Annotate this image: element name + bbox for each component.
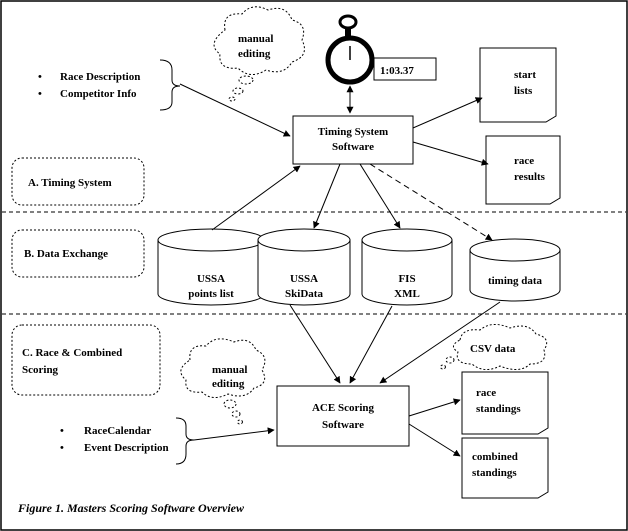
scoring-input-race-calendar: RaceCalendar [84,425,151,437]
db-ussa-skidata-line1: USSA [290,273,318,285]
db-ussa-points-list: USSA points list [157,228,265,306]
db-fis-xml: FIS XML [361,228,453,306]
section-a-label: A. Timing System [28,177,112,189]
scoring-software-line1: ACE Scoring [312,402,375,414]
svg-text:•: • [38,88,42,100]
db-ussa-skidata: USSA SkiData [257,228,351,306]
stopwatch-time: 1:03.37 [380,65,414,77]
doc-race-results-line2: results [514,171,546,183]
arrow-points-to-timing [211,165,301,231]
timing-input-race-description: Race Description [60,71,140,83]
scoring-inputs-brace [175,417,195,465]
doc-start-lists-line2: lists [514,85,533,97]
doc-race-standings: race standings [461,371,549,435]
manual-editing-cloud-top: manual editing [213,6,305,102]
section-c-label-line1: C. Race & Combined [22,347,122,359]
manual-editing-bottom-line2: editing [212,378,245,390]
arrows [179,83,501,457]
timing-software-line2: Software [332,141,374,153]
scoring-software-box: ACE Scoring Software [276,385,410,447]
scoring-software-line2: Software [322,419,364,431]
db-timing-data-label: timing data [488,275,543,287]
csv-data-cloud: CSV data [440,324,548,370]
arrow-inputs-to-scoring [193,427,275,441]
doc-race-standings-line2: standings [476,403,521,415]
db-timing-data: timing data [469,238,561,302]
arrow-inputs-to-timing [179,83,291,137]
scoring-inputs: • RaceCalendar • Event Description [60,417,195,465]
section-a-box: A. Timing System [11,157,145,206]
arrow-to-start-lists [412,97,483,129]
scoring-input-event-description: Event Description [84,442,169,454]
stopwatch-readout: 1:03.37 [373,57,437,81]
arrow-to-race-results [412,141,489,166]
figure-caption: Figure 1. Masters Scoring Software Overv… [17,501,245,515]
svg-text:•: • [60,442,64,454]
arrow-timing-data-to-scoring [379,301,501,384]
db-ussa-points-line1: USSA [197,273,225,285]
timing-inputs: • Race Description • Competitor Info [38,59,181,111]
arrow-timing-to-fis [359,163,401,229]
arrow-to-race-standings [408,398,461,417]
timing-software-box: Timing System Software [292,115,414,165]
db-fis-xml-line2: XML [394,288,420,300]
doc-combined-standings-line2: standings [472,467,517,479]
doc-start-lists: start lists [479,47,557,123]
arrow-timing-to-timing-data [369,163,493,241]
timing-inputs-brace [159,59,181,111]
doc-combined-standings-line1: combined [472,451,518,463]
manual-editing-top-line2: editing [238,48,271,60]
doc-race-results: race results [485,135,561,205]
svg-text:•: • [60,425,64,437]
arrow-timing-to-skidata [313,163,341,229]
csv-data-label: CSV data [470,343,516,355]
db-fis-xml-line1: FIS [398,273,415,285]
doc-race-results-line1: race [514,155,534,167]
doc-combined-standings: combined standings [461,437,549,499]
manual-editing-top-line1: manual [238,33,273,45]
timing-software-line1: Timing System [318,126,388,138]
manual-editing-bottom-line1: manual [212,364,247,376]
doc-race-standings-line1: race [476,387,496,399]
section-b-label: B. Data Exchange [24,248,108,260]
manual-editing-cloud-bottom: manual editing [180,338,266,425]
arrow-fis-to-scoring [349,305,393,384]
timing-input-competitor-info: Competitor Info [60,88,137,100]
section-b-box: B. Data Exchange [11,229,145,278]
arrow-skidata-to-scoring [289,304,341,384]
stopwatch-icon [325,14,375,85]
doc-start-lists-line1: start [514,69,536,81]
section-c-box: C. Race & Combined Scoring [11,324,161,396]
db-ussa-skidata-line2: SkiData [285,288,323,300]
arrow-to-combined-standings [408,423,461,457]
section-c-label-line2: Scoring [22,364,59,376]
svg-text:•: • [38,71,42,83]
db-ussa-points-line2: points list [188,288,234,300]
